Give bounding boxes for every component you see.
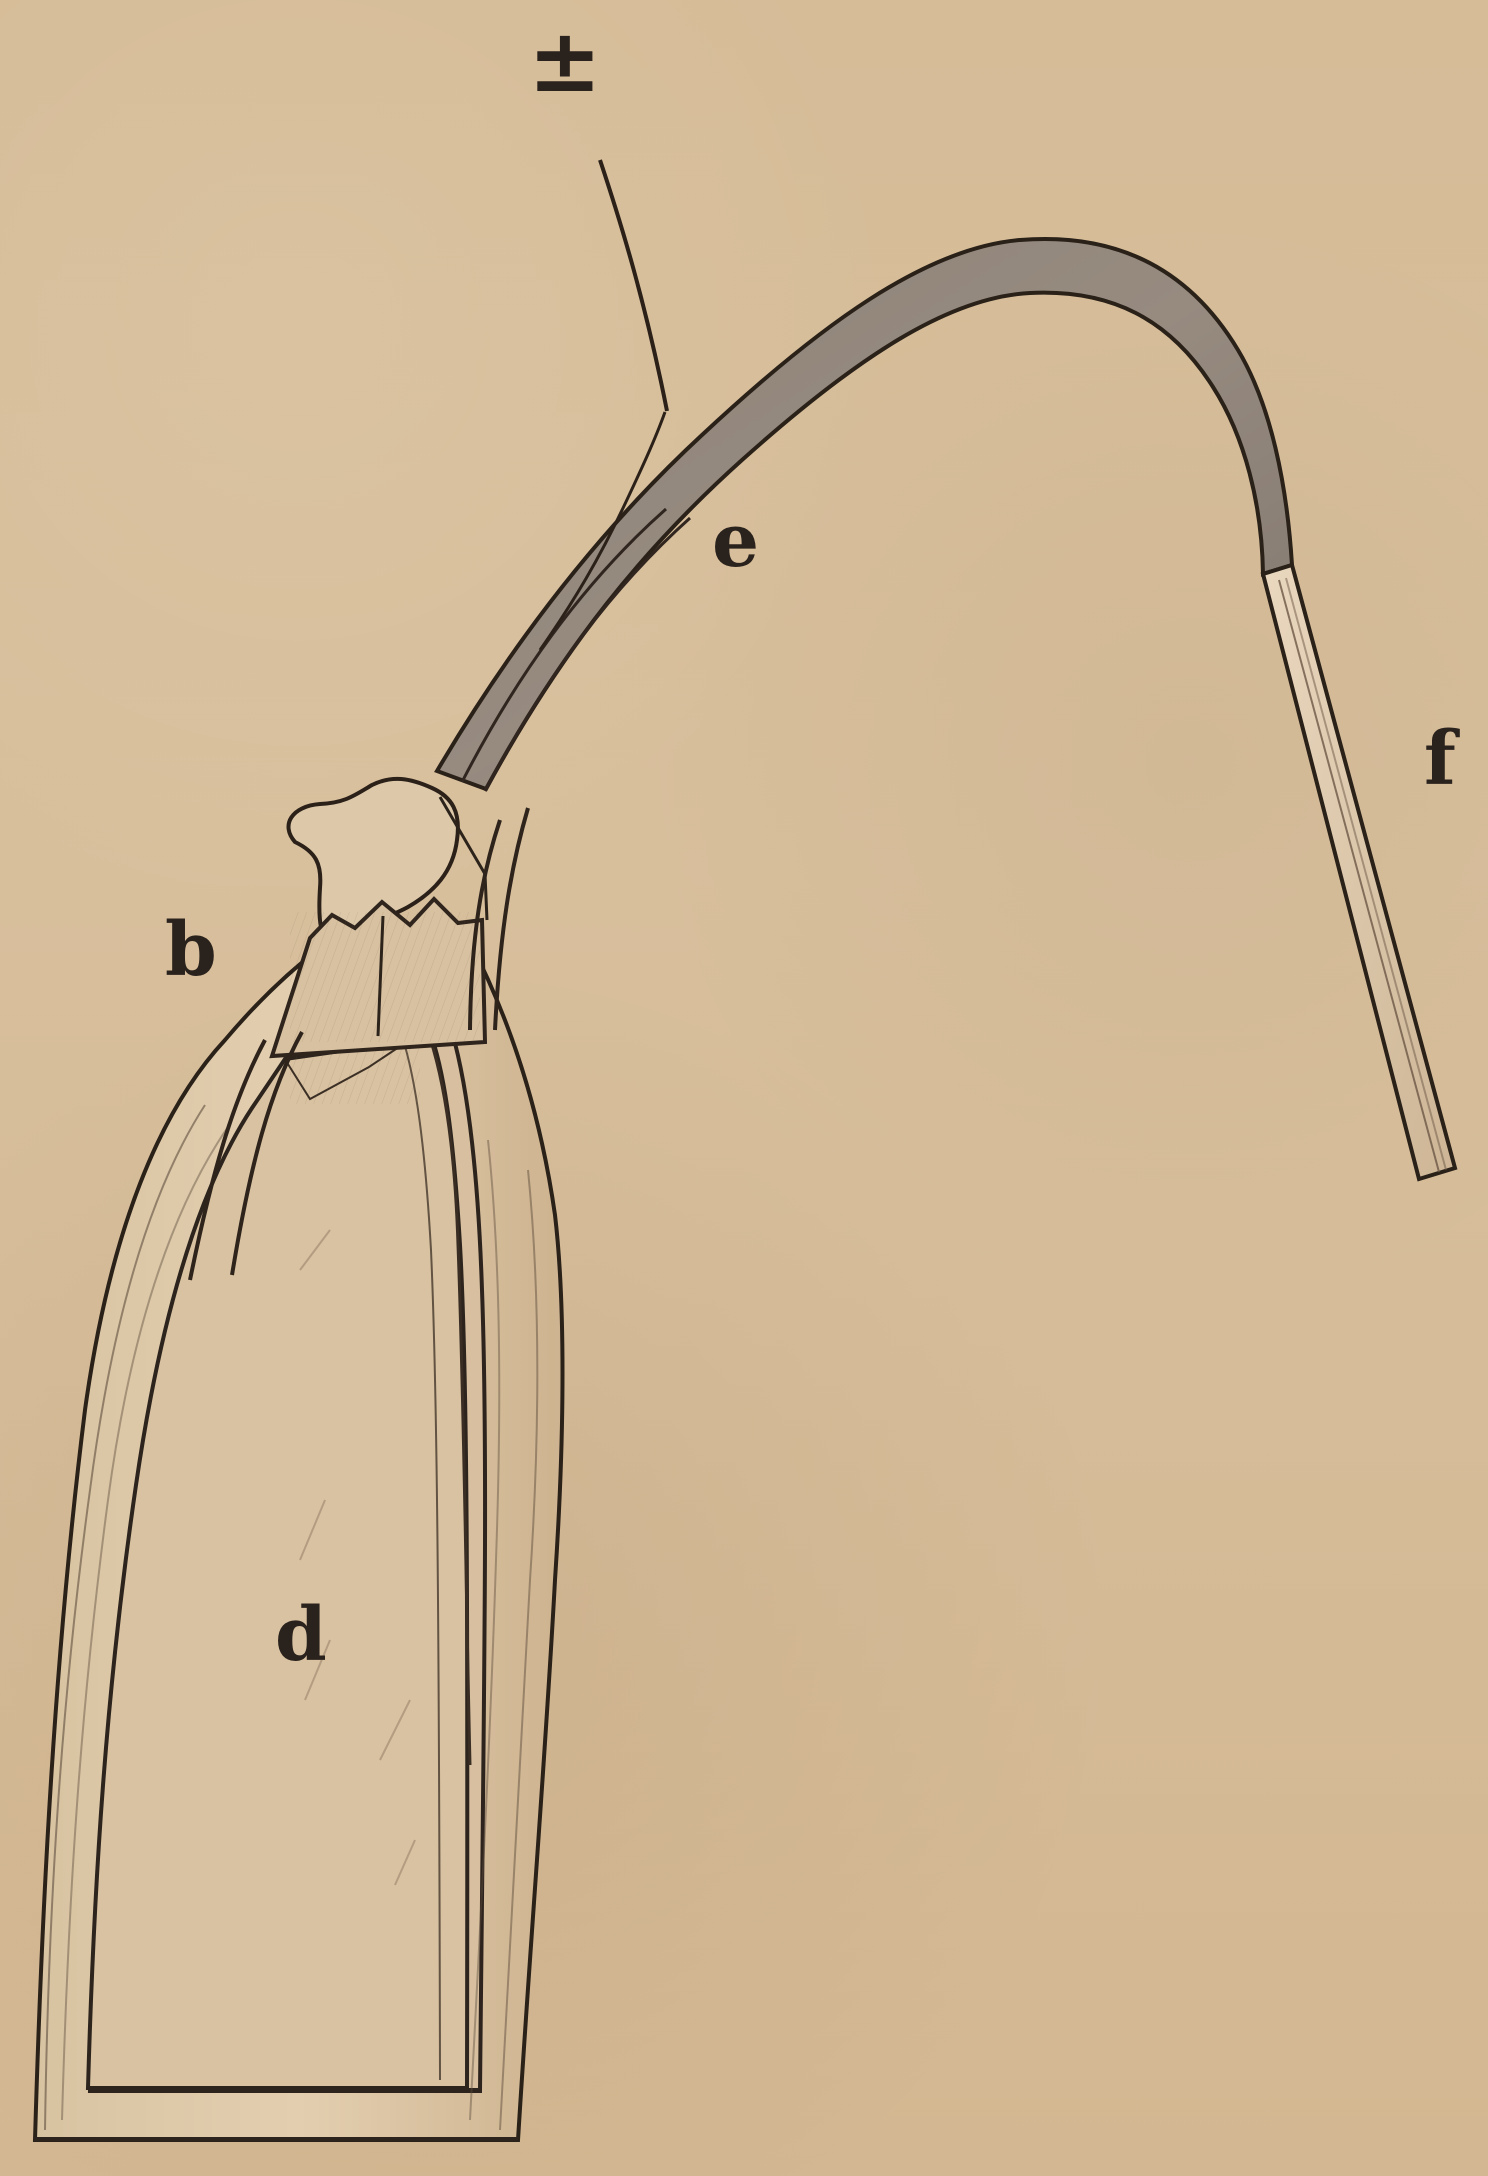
tube-e — [437, 239, 1292, 791]
plus-minus-label: ± — [528, 16, 602, 104]
label-f: f — [1424, 722, 1456, 796]
label-d: d — [275, 1598, 327, 1672]
label-b: b — [165, 913, 217, 987]
connector-head — [272, 779, 487, 1056]
stem-f — [1263, 565, 1455, 1179]
label-e: e — [712, 504, 759, 578]
